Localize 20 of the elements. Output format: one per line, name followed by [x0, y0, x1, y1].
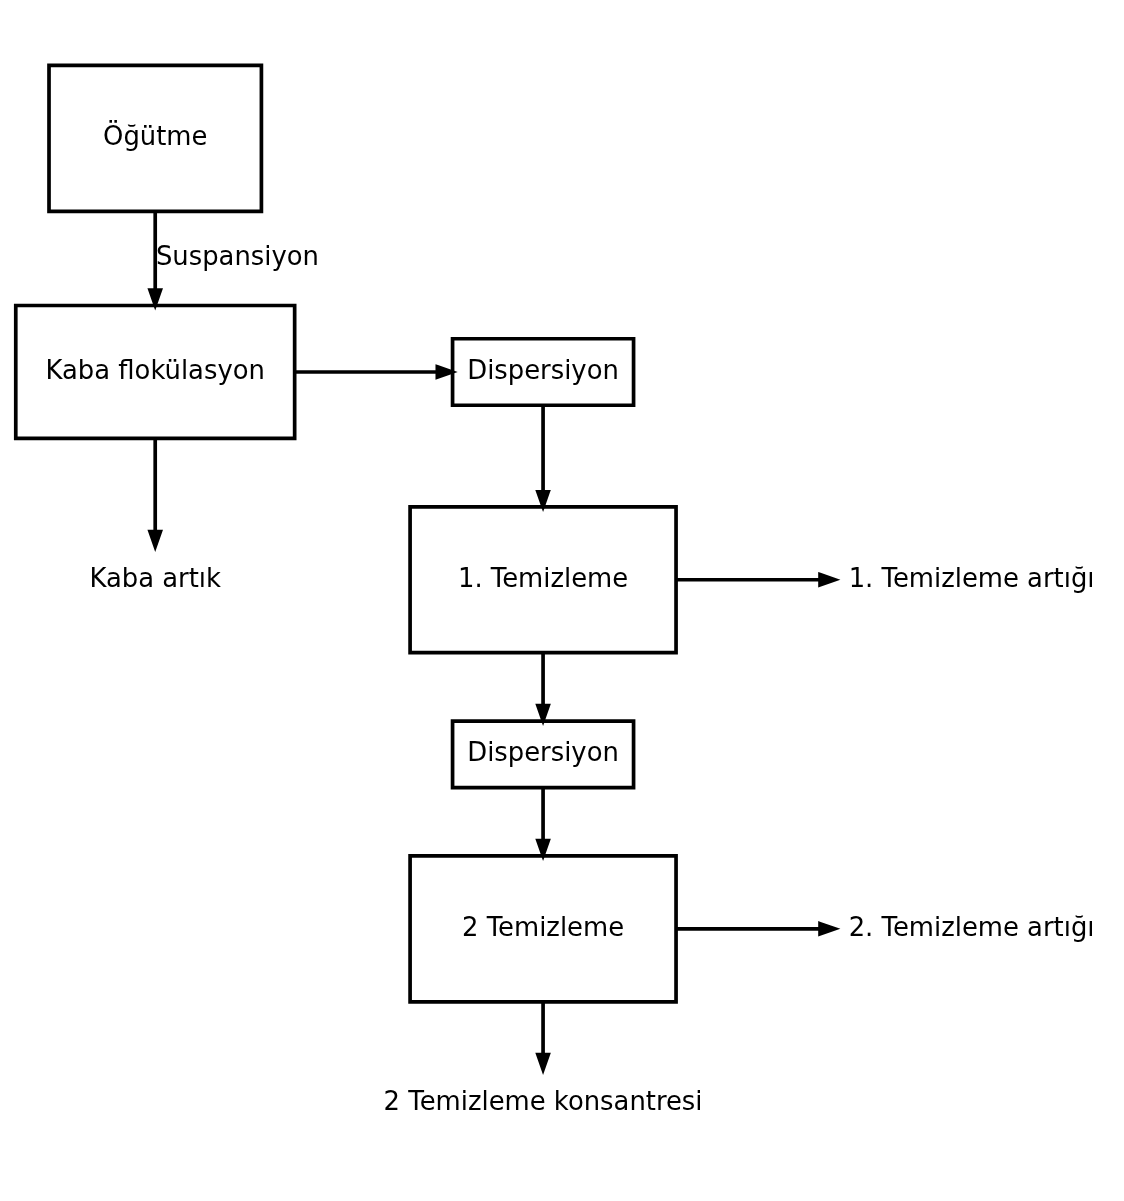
arrow: [535, 1001, 551, 1075]
edge-label: Suspansiyon: [155, 240, 319, 271]
node-box: Dispersiyon: [450, 336, 636, 407]
arrow: [147, 211, 163, 311]
arrow: [535, 652, 551, 726]
arrow: [676, 920, 841, 937]
arrow: [147, 438, 163, 552]
arrow: [535, 405, 551, 512]
node-text: 2. Temizleme artığı: [848, 911, 1095, 942]
node-text: 2 Temizleme konsantresi: [383, 1085, 703, 1116]
node-text: Kaba artık: [89, 562, 221, 593]
node-box: Kaba flokülasyon: [13, 303, 297, 440]
arrow: [676, 571, 841, 588]
node-text: 1. Temizleme artığı: [848, 562, 1095, 593]
node-box: 2 Temizleme: [408, 853, 678, 1004]
node-box: Öğütme: [47, 63, 264, 213]
node-box: 1. Temizleme: [408, 504, 678, 655]
arrow: [535, 787, 551, 861]
node-box: Dispersiyon: [450, 718, 636, 789]
arrow: [295, 363, 458, 380]
